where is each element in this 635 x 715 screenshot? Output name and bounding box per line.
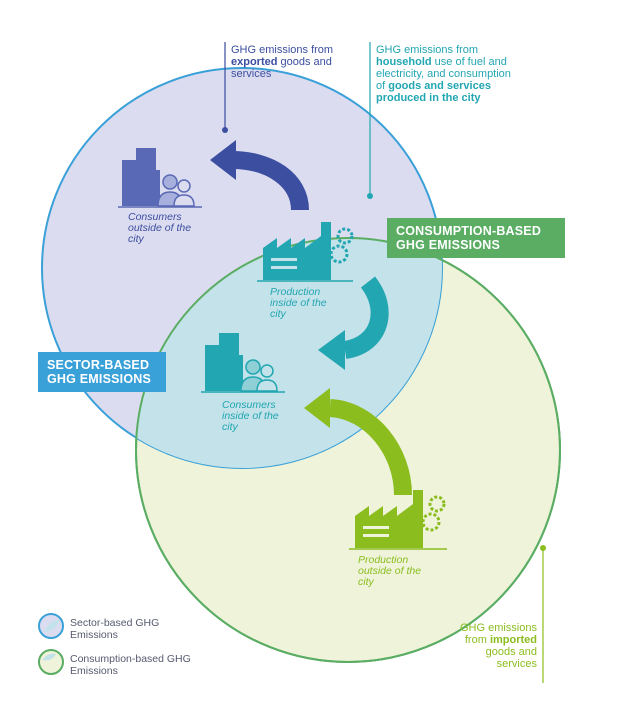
buildings-people-icon bbox=[118, 148, 202, 208]
consumers-outside-label: Consumers outside of the city bbox=[128, 211, 192, 245]
curved-arrow-icon bbox=[318, 276, 389, 370]
consumers-inside-label: Consumers inside of the city bbox=[222, 399, 279, 433]
callout-exported: GHG emissions from exported goods and se… bbox=[231, 44, 334, 80]
callout-line-exported bbox=[222, 42, 228, 133]
consumption-based-badge: CONSUMPTION-BASED GHG EMISSIONS bbox=[387, 218, 565, 258]
buildings-people-icon bbox=[201, 333, 285, 393]
legend-swatch-sector bbox=[38, 613, 64, 639]
production-inside-label: Production inside of the city bbox=[270, 286, 327, 320]
legend-swatch-consumption bbox=[38, 649, 64, 675]
callout-household: GHG emissions from household use of fuel… bbox=[376, 44, 511, 104]
factory-gear-icon bbox=[257, 222, 354, 282]
legend-sector-label: Sector-based GHG Emissions bbox=[70, 617, 160, 641]
callout-imported: GHG emissions from imported goods and se… bbox=[459, 622, 537, 670]
curved-arrow-icon bbox=[210, 140, 309, 211]
legend-consumption-label: Consumption-based GHG Emissions bbox=[70, 653, 191, 677]
callout-line-household bbox=[367, 42, 373, 199]
curved-arrow-icon bbox=[304, 388, 412, 496]
factory-gear-icon bbox=[349, 490, 447, 550]
production-outside-label: Production outside of the city bbox=[358, 554, 422, 588]
callout-line-imported bbox=[540, 545, 546, 683]
sector-based-badge: SECTOR-BASED GHG EMISSIONS bbox=[38, 352, 166, 392]
